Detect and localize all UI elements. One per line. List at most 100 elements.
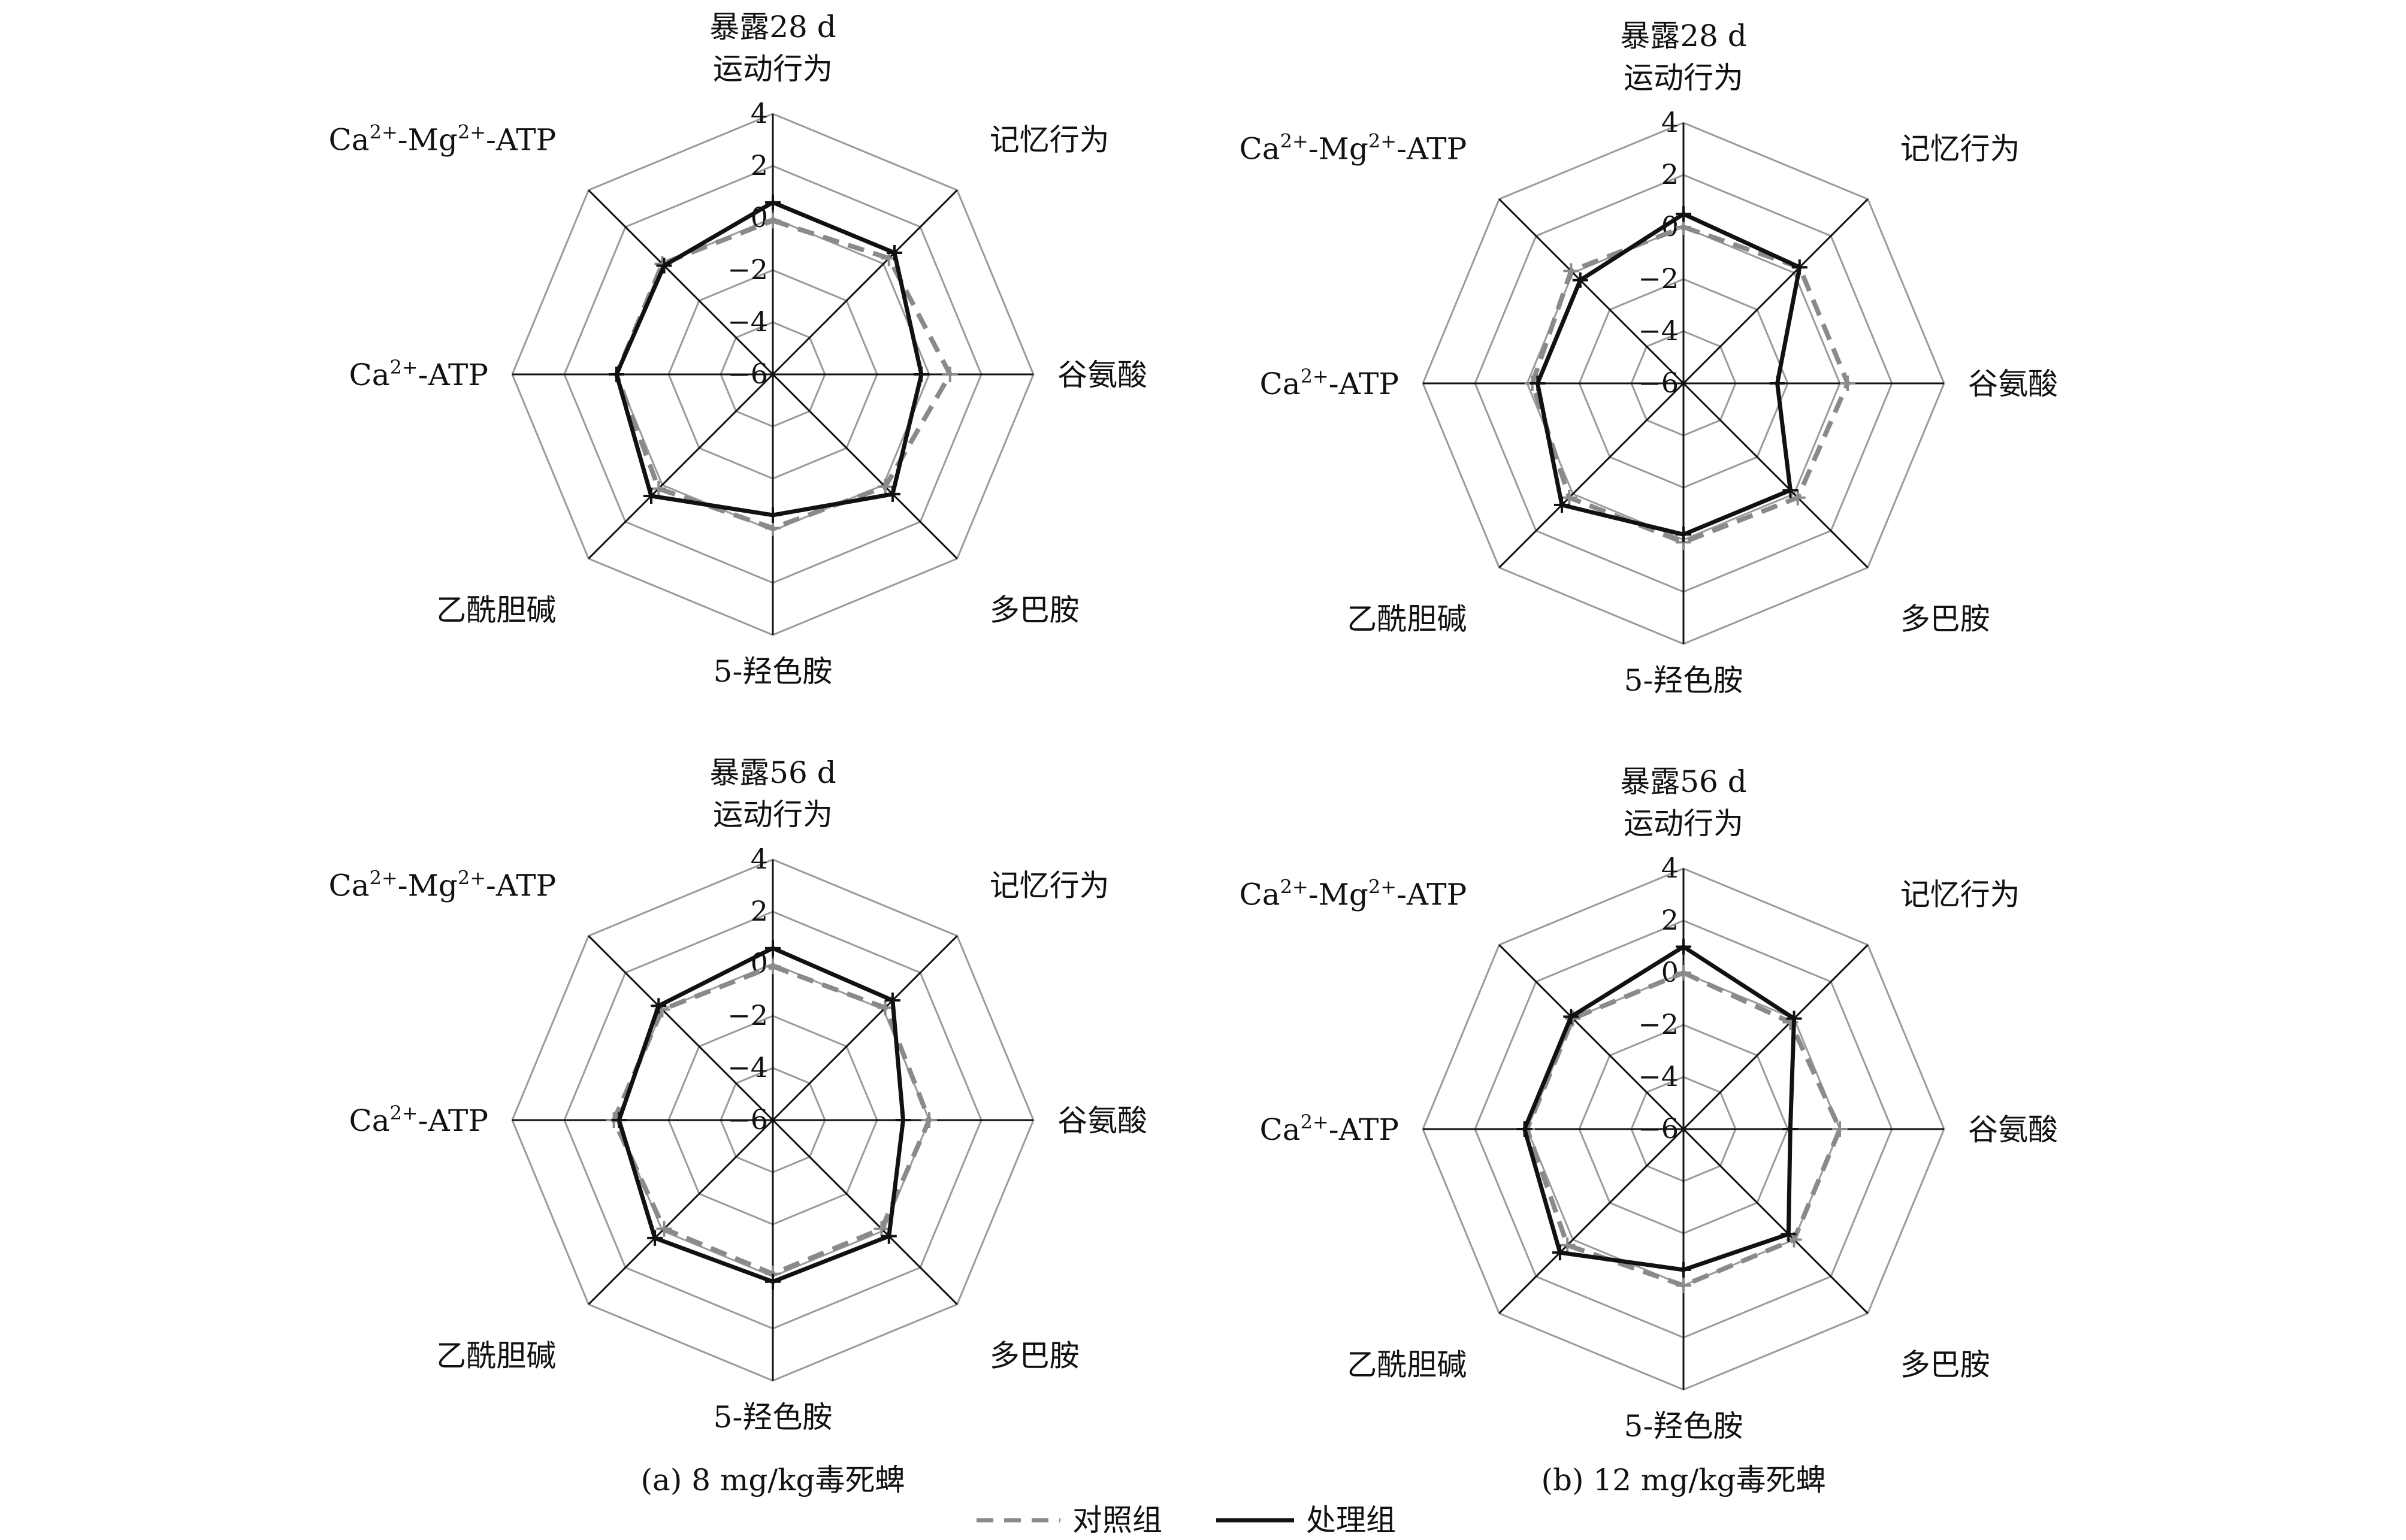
- treated-point-marker: [895, 1112, 911, 1128]
- control-point-marker: [1676, 219, 1691, 235]
- axis-label: 运动行为: [1624, 60, 1743, 95]
- tick-label: −2: [1638, 1008, 1679, 1040]
- tick-label: −2: [1638, 262, 1679, 295]
- chart-title: 暴露56 d: [709, 755, 836, 790]
- axis-spoke: [772, 1119, 958, 1305]
- axis-label: Ca2+-ATP: [349, 356, 488, 392]
- chart-title: 暴露56 d: [1620, 764, 1747, 799]
- legend-label-treated: 处理组: [1306, 1503, 1396, 1537]
- tick-label: −2: [727, 999, 768, 1031]
- treated-point-marker: [887, 244, 903, 261]
- control-point-marker: [877, 479, 893, 495]
- axis-label: 5-羟色胺: [1624, 1409, 1743, 1444]
- axis-label: 运动行为: [713, 52, 833, 86]
- tick-label: −6: [1638, 1112, 1679, 1145]
- tick-label: −4: [1638, 314, 1679, 347]
- tick-label: 4: [751, 97, 768, 129]
- axis-label: 5-羟色胺: [714, 1400, 833, 1435]
- control-point-marker: [1559, 1237, 1576, 1253]
- treated-point-marker: [611, 1112, 627, 1128]
- axis-label: 乙酰胆碱: [436, 1338, 556, 1373]
- caption-a: (a) 8 mg/kg毒死蜱: [641, 1463, 905, 1497]
- treated-point-marker: [643, 488, 659, 504]
- axis-label: 5-羟色胺: [1624, 663, 1743, 698]
- axis-label: 多巴胺: [1900, 601, 1990, 636]
- axis-spoke: [772, 935, 958, 1121]
- control-point-marker: [1790, 489, 1806, 506]
- tick-label: −4: [1638, 1060, 1679, 1093]
- axis-label: 记忆行为: [990, 869, 1110, 903]
- axis-label: 谷氨酸: [1968, 1112, 2058, 1147]
- tick-label: −6: [727, 358, 768, 390]
- control-point-marker: [921, 1112, 937, 1128]
- treated-point-marker: [1781, 1226, 1797, 1242]
- series-treated-line: [614, 200, 924, 518]
- tick-label: 4: [1661, 106, 1679, 138]
- treated-point-marker: [1786, 1010, 1802, 1027]
- treated-point-marker: [884, 993, 900, 1009]
- axis-label: 谷氨酸: [1057, 1103, 1147, 1138]
- axis-label: 多巴胺: [990, 1338, 1080, 1373]
- tick-label: 2: [1661, 904, 1679, 936]
- axis-label: 5-羟色胺: [714, 654, 833, 689]
- control-point-marker: [1563, 263, 1579, 279]
- axis-spoke: [772, 189, 958, 376]
- treated-point-marker: [656, 258, 672, 274]
- control-point-marker: [1832, 1121, 1848, 1137]
- treated-point-marker: [1676, 939, 1691, 955]
- axis-label: Ca2+-ATP: [349, 1102, 488, 1138]
- treated-point-marker: [1676, 527, 1691, 543]
- control-point-marker: [765, 958, 781, 975]
- treated-point-marker: [1782, 1121, 1799, 1137]
- treated-point-marker: [1553, 497, 1570, 513]
- treated-point-marker: [765, 507, 781, 523]
- tick-label: 2: [751, 895, 768, 927]
- tick-label: −2: [727, 253, 768, 286]
- axis-label: 记忆行为: [990, 123, 1110, 158]
- axis-label: 谷氨酸: [1968, 367, 2058, 401]
- axis-spoke: [1498, 198, 1685, 385]
- axis-spoke: [1498, 1128, 1685, 1314]
- axis-label: 多巴胺: [1900, 1347, 1990, 1382]
- control-point-marker: [651, 480, 667, 497]
- treated-point-marker: [881, 1228, 897, 1244]
- axis-label: 谷氨酸: [1057, 358, 1147, 392]
- tick-label: −6: [1638, 367, 1679, 399]
- axis-label: Ca2+-Mg2+-ATP: [329, 121, 557, 158]
- axis-spoke: [588, 373, 774, 559]
- treated-point-marker: [1676, 1261, 1691, 1278]
- legend-label-control: 对照组: [1072, 1503, 1162, 1537]
- series-control-line: [1530, 225, 1851, 545]
- treated-point-marker: [1516, 1121, 1533, 1137]
- treated-point-marker: [609, 367, 624, 382]
- control-point-marker: [1676, 965, 1691, 981]
- axis-spoke: [1498, 382, 1685, 568]
- axis-label: Ca2+-ATP: [1259, 1111, 1399, 1147]
- tick-label: 2: [1661, 158, 1679, 190]
- chart-title: 暴露28 d: [1620, 19, 1747, 53]
- treated-point-marker: [884, 486, 900, 502]
- control-point-marker: [765, 520, 781, 536]
- treated-point-marker: [1676, 206, 1691, 222]
- treated-point-marker: [1552, 1245, 1568, 1261]
- axis-spoke: [1682, 198, 1869, 385]
- tick-label: 4: [1661, 852, 1679, 884]
- axis-label: Ca2+-Mg2+-ATP: [1240, 130, 1467, 167]
- treated-point-marker: [1563, 1009, 1579, 1025]
- axis-label: 运动行为: [713, 797, 833, 832]
- treated-point-marker: [765, 1273, 781, 1290]
- treated-point-marker: [1769, 376, 1785, 391]
- axis-label: 运动行为: [1624, 806, 1743, 841]
- axis-label: Ca2+-Mg2+-ATP: [1240, 876, 1467, 912]
- axis-spoke: [1682, 944, 1869, 1130]
- axis-label: 多巴胺: [990, 592, 1080, 627]
- tick-label: 2: [751, 149, 768, 181]
- treated-point-marker: [913, 367, 929, 382]
- caption-b: (b) 12 mg/kg毒死蜱: [1541, 1463, 1826, 1497]
- axis-label: 乙酰胆碱: [1347, 1347, 1467, 1382]
- axis-spoke: [588, 189, 774, 376]
